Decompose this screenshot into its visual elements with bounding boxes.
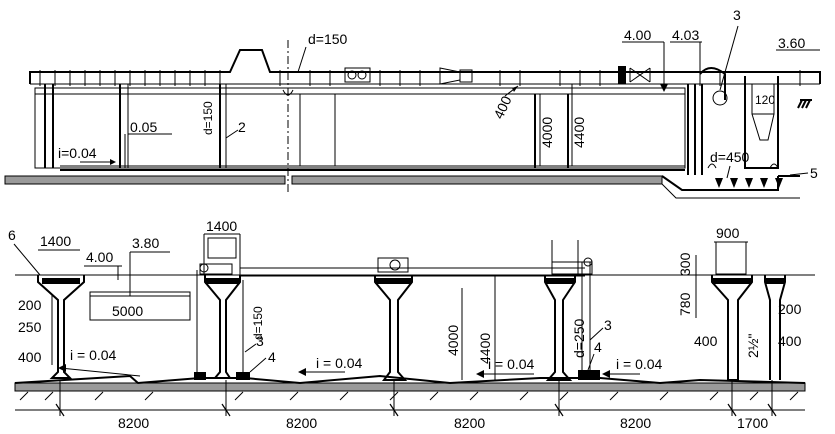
top-fan-box bbox=[344, 67, 371, 83]
bottom-pipe-2half: 2½" bbox=[745, 334, 761, 358]
bottom-callout-6: 6 bbox=[8, 227, 16, 243]
top-dim-4400: 4400 bbox=[571, 117, 587, 148]
bottom-w1400-mid: 1400 bbox=[206, 218, 237, 234]
top-d150-vertical: d=150 bbox=[201, 101, 215, 135]
top-roof-line bbox=[29, 49, 821, 84]
top-callout-2: 2 bbox=[238, 119, 246, 135]
bottom-dim-300: 300 bbox=[677, 252, 693, 276]
top-elev-403: 4.03 bbox=[672, 27, 699, 43]
bottom-floor-profile bbox=[14, 374, 806, 385]
top-dim-4000: 4000 bbox=[539, 117, 555, 148]
bottom-ground-hatch bbox=[19, 391, 799, 401]
bottom-section: 6 1400 1400 4.00 3.80 bbox=[8, 218, 815, 431]
top-floor-slab bbox=[4, 175, 286, 185]
top-callout-3: 3 bbox=[733, 7, 741, 23]
bottom-callout-3a: 3 bbox=[256, 333, 264, 349]
bottom-slope-4: i = 0.04 bbox=[616, 356, 663, 372]
top-floor-slab-right bbox=[291, 175, 663, 185]
top-d450-label: d=450 bbox=[710, 149, 750, 165]
bottom-column-5 bbox=[764, 275, 786, 380]
bottom-callout-4a: 4 bbox=[268, 349, 276, 365]
bottom-span-4: 8200 bbox=[620, 415, 651, 431]
bottom-floor-slab bbox=[14, 382, 806, 392]
bottom-slope-1: i = 0.04 bbox=[70, 347, 117, 363]
top-hall-frame bbox=[34, 87, 686, 169]
bottom-elev-400: 4.00 bbox=[86, 249, 113, 265]
bottom-w900: 900 bbox=[716, 225, 740, 241]
bottom-dim-200-left: 200 bbox=[18, 297, 42, 313]
bottom-w1400-left: 1400 bbox=[40, 233, 71, 249]
top-right-tower bbox=[744, 76, 779, 169]
top-elev-400: 4.00 bbox=[624, 27, 651, 43]
bottom-column-1 bbox=[204, 275, 241, 379]
bottom-d250: d=250 bbox=[571, 318, 587, 358]
bottom-span-2: 8200 bbox=[286, 415, 317, 431]
top-slope-label: i=0.04 bbox=[58, 145, 97, 161]
bottom-dim-5000: 5000 bbox=[112, 303, 143, 319]
bottom-span-3: 8200 bbox=[454, 415, 485, 431]
bottom-dim-780: 780 bbox=[677, 292, 693, 316]
bottom-dim-4000: 4000 bbox=[445, 325, 461, 356]
bottom-slope-2: i = 0.04 bbox=[316, 355, 363, 371]
top-d150-label: d=150 bbox=[308, 31, 348, 47]
bottom-dim-400-mid: 400 bbox=[694, 333, 718, 349]
top-dim-400: 400 bbox=[490, 93, 514, 121]
bottom-slope-3: i = 0.04 bbox=[488, 356, 535, 372]
bottom-d150: d=150 bbox=[251, 306, 265, 340]
bottom-column-2 bbox=[374, 275, 413, 381]
bottom-callout-4b: 4 bbox=[594, 339, 602, 355]
bottom-dim-250-left: 250 bbox=[18, 319, 42, 335]
bottom-dim-400-left: 400 bbox=[18, 349, 42, 365]
top-elev-005: 0.05 bbox=[130, 119, 157, 135]
bottom-dim-400-right: 400 bbox=[778, 333, 802, 349]
bottom-dim-200-right: 200 bbox=[778, 301, 802, 317]
top-elev-360: 3.60 bbox=[778, 35, 805, 51]
bottom-dim-4400: 4400 bbox=[477, 333, 493, 364]
top-section: 120 d=150 4.00 4.03 3 3.60 5 d=450 2 bbox=[4, 7, 821, 199]
top-callout-5: 5 bbox=[810, 165, 818, 181]
bottom-span-1: 8200 bbox=[118, 415, 149, 431]
bottom-span-5: 1700 bbox=[737, 415, 768, 431]
top-grates bbox=[715, 178, 783, 188]
bottom-elev-380: 3.80 bbox=[132, 235, 159, 251]
bottom-column-4 bbox=[711, 275, 753, 381]
bottom-left-hopper bbox=[37, 275, 85, 379]
top-size-120: 120 bbox=[755, 93, 775, 107]
bottom-callout-3b: 3 bbox=[604, 317, 612, 333]
top-roof-ticks bbox=[39, 70, 801, 86]
